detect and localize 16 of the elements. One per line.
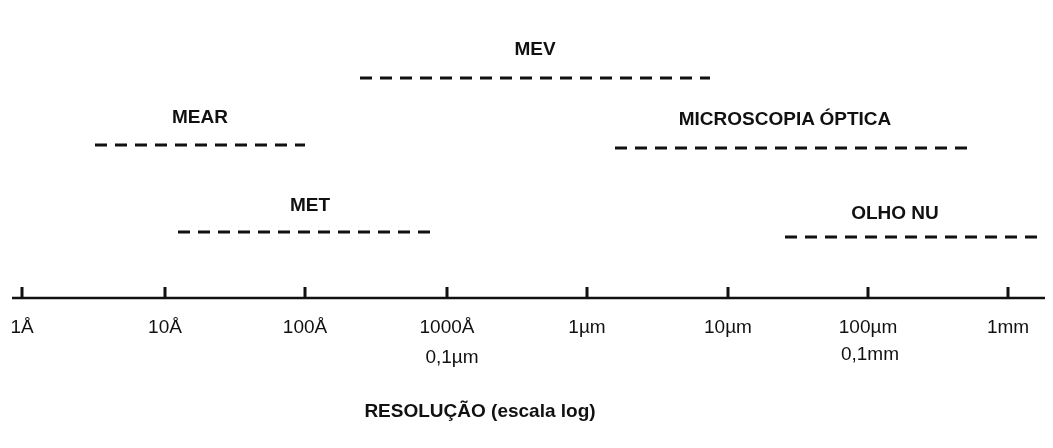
tick-label: 1mm bbox=[986, 316, 1030, 338]
tick-label: 1Å bbox=[10, 316, 34, 338]
tick-label: 0,1µm bbox=[425, 346, 479, 368]
tick-label: 100µm bbox=[838, 316, 898, 338]
tick-label: 10µm bbox=[704, 316, 752, 338]
tick-label: 0,1mm bbox=[840, 343, 900, 365]
axis-title: RESOLUÇÃO (escala log) bbox=[364, 400, 596, 422]
range-label: MICROSCOPIA ÓPTICA bbox=[678, 108, 892, 130]
range-label: OLHO NU bbox=[851, 202, 939, 224]
range-label: MET bbox=[289, 194, 331, 216]
range-label: MEV bbox=[514, 38, 556, 60]
tick-label: 10Å bbox=[148, 316, 182, 338]
tick-label: 1µm bbox=[568, 316, 606, 338]
range-label: MEAR bbox=[172, 106, 228, 128]
tick-label: 1000Å bbox=[419, 316, 475, 338]
tick-label: 100Å bbox=[282, 316, 328, 338]
